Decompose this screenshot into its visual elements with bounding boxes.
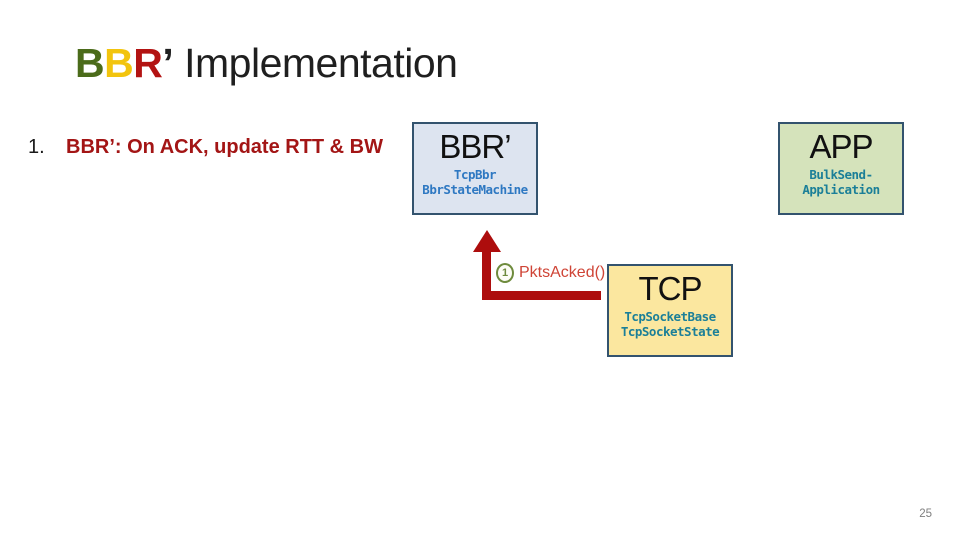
bullet-number: 1. [28,136,45,158]
page-title: BBR’ Implementation [75,40,458,87]
bbr-class-line-2: BbrStateMachine [422,182,528,197]
title-letter-r: R [133,40,163,86]
tcp-box: TCP TcpSocketBase TcpSocketState [607,264,733,357]
bbr-box-title: BBR’ [439,128,511,165]
title-letter-b1: B [75,40,105,86]
bbr-box-classes: TcpBbr BbrStateMachine [414,167,536,197]
app-class-line-1: BulkSend- [809,167,873,182]
callback-arrow-head-icon [473,230,501,252]
bullet-item-1: 1. BBR’: On ACK, update RTT & BW [28,136,383,159]
arrow-callout: 1 PktsAcked() [496,263,605,283]
tcp-class-line-2: TcpSocketState [620,324,720,339]
step-number-circle-icon: 1 [496,263,514,283]
callback-label: PktsAcked() [519,264,606,281]
tcp-box-title: TCP [638,270,703,307]
app-class-line-2: Application [802,182,880,197]
app-box-classes: BulkSend- Application [780,167,902,197]
callback-arrow-horizontal-shaft [482,291,601,300]
bbr-box: BBR’ TcpBbr BbrStateMachine [412,122,538,215]
tcp-class-line-1: TcpSocketBase [624,309,716,324]
bullet-text: BBR’: On ACK, update RTT & BW [66,136,384,158]
bbr-class-line-1: TcpBbr [453,167,497,182]
title-apostrophe: ’ [162,40,174,86]
callback-arrow-vertical-shaft [482,250,491,299]
tcp-box-classes: TcpSocketBase TcpSocketState [609,309,731,339]
page-number: 25 [919,508,932,520]
app-box-title: APP [809,128,873,165]
app-box: APP BulkSend- Application [778,122,904,215]
title-letter-b2: B [104,40,134,86]
title-rest: Implementation [173,40,458,86]
